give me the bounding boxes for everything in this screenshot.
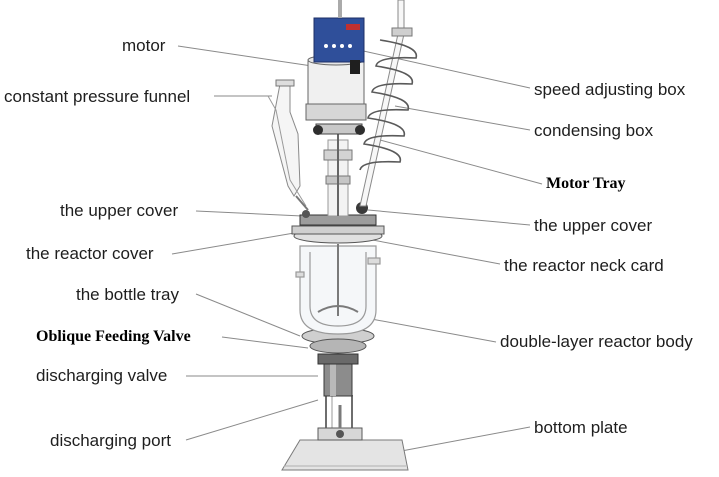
leader-motor: [177, 45, 313, 67]
speed-box-shape: [313, 17, 365, 74]
label-speed-adjusting-box: speed adjusting box: [534, 80, 686, 99]
motor-tray-shape: [313, 123, 365, 135]
condenser-shape: [359, 0, 418, 207]
leader-motor-tray: [379, 139, 543, 185]
label-double-layer-reactor-body: double-layer reactor body: [500, 332, 693, 351]
discharging-port-shape: [317, 405, 363, 441]
leader-reactor-cover: [171, 231, 301, 255]
label-motor: motor: [122, 36, 166, 55]
leader-bottom-plate: [395, 426, 531, 453]
discharging-valve-shape: [317, 353, 359, 397]
label-bottom-plate: bottom plate: [534, 418, 628, 437]
leader-neck-card: [361, 237, 501, 265]
label-motor-tray: Motor Tray: [546, 175, 626, 192]
label-constant-pressure-funnel: constant pressure funnel: [4, 87, 191, 106]
leader-discharging-port: [185, 399, 319, 441]
reactor-body-shape: [295, 244, 381, 335]
pillar-shape: [338, 0, 342, 18]
label-upper-cover-right: the upper cover: [534, 216, 653, 235]
leader-lines: [171, 45, 543, 453]
label-discharging-valve: discharging valve: [36, 366, 168, 385]
leader-upper-cover-left: [195, 210, 303, 217]
leader-upper-cover-right: [367, 209, 531, 226]
label-reactor-cover: the reactor cover: [26, 244, 154, 263]
label-upper-cover-left: the upper cover: [60, 201, 179, 220]
shaft-assembly: [323, 130, 353, 217]
funnel-shape: [267, 79, 309, 211]
label-condensing-box: condensing box: [534, 121, 654, 140]
bottom-plate-shape: [281, 439, 409, 471]
label-bottle-tray: the bottle tray: [76, 285, 180, 304]
label-discharging-port: discharging port: [50, 431, 171, 450]
label-reactor-neck-card: the reactor neck card: [504, 256, 664, 275]
leader-condensing-box: [394, 105, 531, 131]
leader-speed-box: [349, 47, 531, 89]
leader-oblique-valve: [221, 336, 309, 349]
leader-bottle-tray: [195, 293, 301, 337]
leader-reactor-body: [365, 317, 497, 343]
label-oblique-feeding-valve: Oblique Feeding Valve: [36, 328, 191, 345]
reactor-cover-shape: [291, 202, 385, 244]
